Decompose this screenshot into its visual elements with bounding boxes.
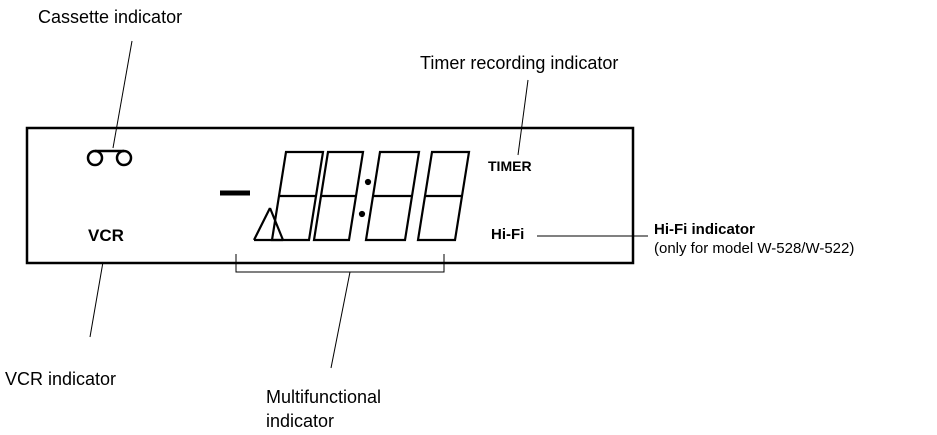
cassette-reels-icon <box>86 149 133 167</box>
multifunctional-indicator-label-line1: Multifunctional <box>266 387 382 407</box>
hifi-indicator-note: (only for model W-528/W-522) <box>654 240 855 257</box>
seven-segment-display <box>220 150 471 242</box>
vcr-panel-label: VCR <box>88 226 124 245</box>
display-panel-frame <box>25 126 635 265</box>
hifi-indicator-label: Hi-Fi indicator <box>654 221 755 238</box>
timer-leader-line <box>517 79 529 156</box>
vcr-leader-line <box>89 261 104 338</box>
cassette-leader-line <box>112 40 133 149</box>
hifi-panel-label: Hi-Fi <box>491 226 525 243</box>
multifunctional-indicator-label-line2: indicator <box>266 411 335 431</box>
vcr-indicator-label: VCR indicator <box>5 369 117 389</box>
multifunctional-bracket <box>235 254 445 369</box>
cassette-indicator-label: Cassette indicator <box>38 7 183 27</box>
timer-recording-indicator-label: Timer recording indicator <box>420 53 619 73</box>
timer-panel-label: TIMER <box>488 158 532 174</box>
